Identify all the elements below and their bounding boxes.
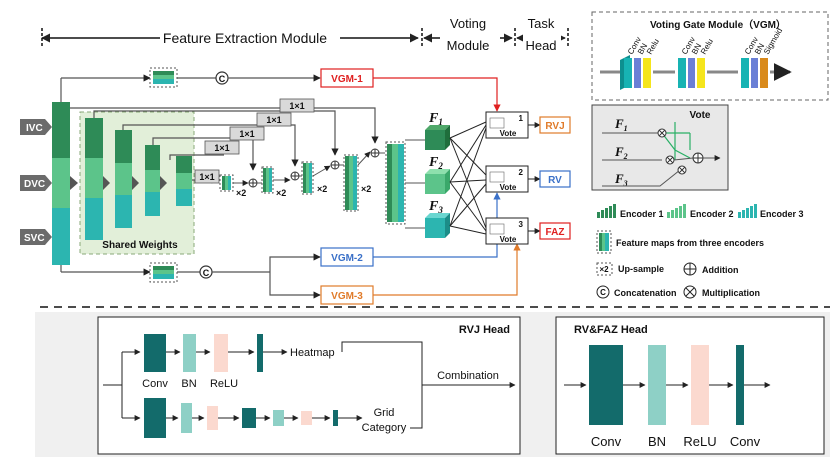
rvj-head-title: RVJ Head [459, 324, 510, 336]
voting-title-l2: Module [447, 38, 490, 53]
feature-f3: F3 [428, 199, 443, 215]
svg-text:Multiplication: Multiplication [702, 288, 760, 298]
svg-text:Vote: Vote [500, 129, 517, 138]
encoder-stacks [70, 118, 192, 240]
rvfaz-head-title: RV&FAZ Head [574, 324, 648, 336]
rvfaz-bn-label: BN [648, 434, 666, 449]
concat-symbol: C [219, 74, 226, 84]
section-header: Feature Extraction Module Voting Module … [41, 12, 569, 53]
feature-f1: F1 [428, 111, 443, 127]
vote-block-1: 1 Vote [485, 111, 529, 139]
input-dvc: DVC [24, 179, 45, 190]
outputs: RVJ RV FAZ [528, 116, 571, 240]
upsample-label: ×2 [361, 184, 371, 194]
vgm-blocks: VGM-1 VGM-2 VGM-3 [320, 68, 521, 305]
skip-label: 1×1 [266, 115, 281, 125]
input-arrows: IVC DVC SVC [20, 119, 52, 245]
rvfaz-conv1-label: Conv [591, 434, 622, 449]
rvj-bn-label: BN [181, 378, 196, 390]
skip-connections [70, 107, 379, 184]
output-rvj: RVJ [545, 121, 564, 132]
skip-label: 1×1 [239, 129, 254, 139]
input-ivc: IVC [26, 123, 43, 134]
vote-block-3: 3 Vote [485, 217, 529, 245]
concat-top: C [60, 67, 321, 102]
legend: Encoder 1 Encoder 2 Encoder 3 Feature ma… [596, 204, 804, 299]
legend-concatenation: C Concatenation [596, 285, 677, 299]
concat-bottom: C [60, 253, 321, 299]
voting-title-l1: Voting [450, 16, 486, 31]
svg-text:F2: F2 [614, 144, 628, 161]
vgm-legend-box: Voting Gate Module（VGM） Conv BN Relu Con… [591, 11, 829, 101]
upsample-label: ×2 [317, 184, 327, 194]
shared-weights-label: Shared Weights [102, 240, 178, 251]
svg-text:Encoder 1: Encoder 1 [620, 209, 664, 219]
feature-f2: F2 [428, 155, 443, 171]
svg-text:Vote: Vote [500, 235, 517, 244]
svg-text:Encoder 2: Encoder 2 [690, 209, 734, 219]
legend-feature-maps: Feature maps from three encoders [596, 230, 764, 254]
vote-block-2: 2 Vote [485, 165, 529, 193]
task-title-l1: Task [528, 16, 555, 31]
task-title-l2: Head [525, 38, 556, 53]
vgm-3-label: VGM-3 [331, 291, 363, 302]
rvfaz-head: RV&FAZ Head Conv BN ReLU Conv [555, 316, 825, 455]
upsample-label: ×2 [276, 188, 286, 198]
skip-label: 1×1 [289, 101, 304, 111]
vote-blocks: 1 Vote 2 Vote 3 Vote [485, 111, 529, 245]
svg-text:Encoder 3: Encoder 3 [760, 209, 804, 219]
svg-text:Vote: Vote [500, 183, 517, 192]
feature-cube-2 [425, 169, 450, 194]
svg-text:Addition: Addition [702, 265, 739, 275]
grid-label-l1: Grid [374, 407, 395, 419]
feature-cube-1 [425, 125, 450, 150]
feature-cube-3 [425, 213, 450, 238]
svg-text:Up-sample: Up-sample [618, 264, 664, 274]
rvfaz-relu-label: ReLU [683, 434, 716, 449]
upsample-label: ×2 [236, 188, 246, 198]
legend-addition: Addition [683, 262, 739, 276]
legend-encoder-3: Encoder 3 [738, 204, 804, 219]
vgm-legend-title: Voting Gate Module（VGM） [650, 18, 786, 31]
vote-legend-box: Vote F1 F2 F3 [591, 104, 729, 191]
skip-label: 1×1 [214, 143, 229, 153]
legend-encoder-1: Encoder 1 [597, 204, 664, 219]
heatmap-label: Heatmap [290, 347, 335, 359]
decoder-chain [219, 141, 406, 225]
rvj-relu-label: ReLU [210, 378, 238, 390]
skip-label-boxes: 1×1 1×1 1×1 1×1 1×1 [194, 98, 315, 184]
vote-connections [449, 121, 487, 235]
skip-label: 1×1 [199, 172, 214, 182]
legend-encoder-2: Encoder 2 [667, 204, 734, 219]
feature-cubes: F1 F2 F3 [405, 111, 450, 238]
svg-text:2: 2 [519, 168, 524, 177]
rvj-head: RVJ Head Heatmap Conv BN ReLU Grid Categ… [97, 316, 521, 455]
input-stack [52, 102, 70, 265]
vgm-1-label: VGM-1 [331, 74, 363, 85]
grid-label-l2: Category [362, 422, 407, 434]
svg-text:F1: F1 [614, 116, 628, 133]
upsample-labels: ×2 ×2 ×2 ×2 [236, 184, 371, 198]
svg-text:Concatenation: Concatenation [614, 288, 677, 298]
combination-label: Combination [437, 370, 499, 382]
legend-multiplication: Multiplication [683, 285, 760, 299]
feature-extraction-title: Feature Extraction Module [163, 30, 327, 46]
svg-text:C: C [600, 288, 606, 297]
rvfaz-conv2-label: Conv [730, 434, 761, 449]
svg-text:F3: F3 [614, 171, 628, 188]
svg-text:×2: ×2 [599, 265, 609, 274]
concat-symbol: C [203, 268, 210, 278]
svg-text:3: 3 [519, 220, 524, 229]
output-faz: FAZ [546, 227, 565, 238]
legend-upsample: ×2 Up-sample [596, 262, 664, 276]
rvj-conv-label: Conv [142, 378, 168, 390]
svg-text:1: 1 [519, 114, 524, 123]
svg-text:Feature maps from three encode: Feature maps from three encoders [616, 238, 764, 248]
output-rv: RV [548, 175, 562, 186]
input-svc: SVC [24, 233, 45, 244]
vgm-2-label: VGM-2 [331, 253, 363, 264]
vote-legend-title: Vote [690, 110, 711, 121]
